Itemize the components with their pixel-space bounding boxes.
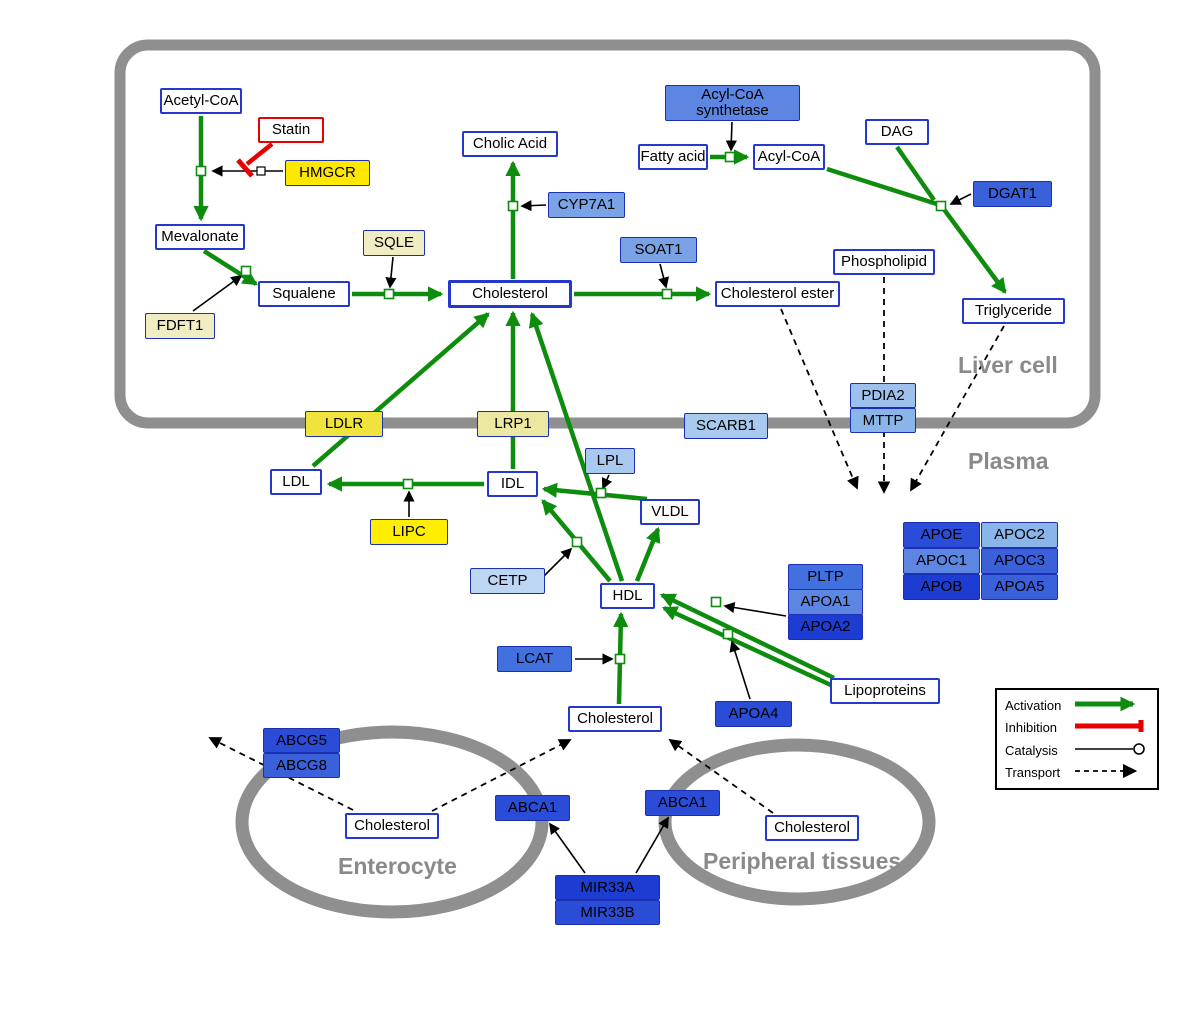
gene-cyp7a1[interactable]: CYP7A1	[548, 192, 625, 218]
gene-mir33b[interactable]: MIR33B	[555, 900, 660, 925]
gene-cetp[interactable]: CETP	[470, 568, 545, 594]
gene-apob[interactable]: APOB	[903, 574, 980, 600]
hmgcr-catalysis-square	[256, 166, 266, 176]
gene-hmgcr[interactable]: HMGCR	[285, 160, 370, 186]
legend-inhibition: Inhibition	[1005, 719, 1149, 736]
gene-sqle[interactable]: SQLE	[363, 230, 425, 256]
gene-mir33a[interactable]: MIR33A	[555, 875, 660, 900]
node-mevalonate[interactable]: Mevalonate	[155, 224, 245, 250]
legend-activation-label: Activation	[1005, 698, 1062, 713]
node-acetyl-coa[interactable]: Acetyl-CoA	[160, 88, 242, 114]
node-dag[interactable]: DAG	[865, 119, 929, 145]
node-acyl-coa[interactable]: Acyl-CoA	[753, 144, 825, 170]
node-hdl[interactable]: HDL	[600, 583, 655, 609]
node-lipoproteins[interactable]: Lipoproteins	[830, 678, 940, 704]
gene-abcg8[interactable]: ABCG8	[263, 753, 340, 778]
legend-inhibition-label: Inhibition	[1005, 720, 1058, 736]
reaction-nodes	[195, 151, 947, 665]
gene-apoa1[interactable]: APOA1	[788, 589, 863, 615]
gene-lpl[interactable]: LPL	[585, 448, 635, 474]
enterocyte-label: Enterocyte	[338, 853, 457, 879]
activation-arrow-icon	[1069, 696, 1149, 714]
gene-abca1-peripheral[interactable]: ABCA1	[645, 790, 720, 816]
gene-soat1[interactable]: SOAT1	[620, 237, 697, 263]
transport-dashed-arrow-icon	[1069, 763, 1149, 781]
gene-apoe[interactable]: APOE	[903, 522, 980, 548]
gene-mttp[interactable]: MTTP	[850, 408, 916, 433]
node-idl[interactable]: IDL	[487, 471, 538, 497]
inhibition-tbar-icon	[1069, 719, 1149, 736]
node-phospholipid[interactable]: Phospholipid	[833, 249, 935, 275]
gene-apoa5[interactable]: APOA5	[981, 574, 1058, 600]
gene-dgat1[interactable]: DGAT1	[973, 181, 1052, 207]
node-cholesterol-peripheral[interactable]: Cholesterol	[765, 815, 859, 841]
catalysis-circle-icon	[1069, 742, 1149, 759]
node-cholesterol-liver[interactable]: Cholesterol	[448, 280, 572, 308]
gene-abcg5[interactable]: ABCG5	[263, 728, 340, 753]
gene-ldlr[interactable]: LDLR	[305, 411, 383, 437]
node-triglyceride[interactable]: Triglyceride	[962, 298, 1065, 324]
inhibition-edge	[236, 142, 274, 178]
node-ldl[interactable]: LDL	[270, 469, 322, 495]
gene-apoa4[interactable]: APOA4	[715, 701, 792, 727]
gene-fdft1[interactable]: FDFT1	[145, 313, 215, 339]
gene-abca1-enterocyte[interactable]: ABCA1	[495, 795, 570, 821]
gene-scarb1[interactable]: SCARB1	[684, 413, 768, 439]
node-squalene[interactable]: Squalene	[258, 281, 350, 307]
gene-acyl-coa-synthetase[interactable]: Acyl-CoA synthetase	[665, 85, 800, 121]
node-cholesterol-plasma[interactable]: Cholesterol	[568, 706, 662, 732]
liver-cell-label: Liver cell	[958, 352, 1058, 378]
legend-transport-label: Transport	[1005, 764, 1061, 780]
node-cholesterol-enterocyte[interactable]: Cholesterol	[345, 813, 439, 839]
gene-pltp[interactable]: PLTP	[788, 564, 863, 590]
gene-apoc2[interactable]: APOC2	[981, 522, 1058, 548]
enterocyte-membrane	[235, 725, 549, 919]
node-vldl[interactable]: VLDL	[640, 499, 700, 525]
gene-apoc1[interactable]: APOC1	[903, 548, 980, 574]
plasma-label: Plasma	[968, 448, 1049, 474]
legend-catalysis: Catalysis	[1005, 742, 1149, 759]
legend-transport: Transport	[1005, 763, 1149, 781]
node-fatty-acid[interactable]: Fatty acid	[638, 144, 708, 170]
legend-activation: Activation	[1005, 696, 1149, 714]
legend-catalysis-label: Catalysis	[1005, 742, 1058, 758]
legend: Activation Inhibition Catalysis	[995, 688, 1159, 790]
gene-lrp1[interactable]: LRP1	[477, 411, 549, 437]
catalysis-edges	[192, 121, 972, 874]
activation-edges	[193, 116, 1007, 705]
gene-lcat[interactable]: LCAT	[497, 646, 572, 672]
gene-apoa2[interactable]: APOA2	[788, 614, 863, 640]
node-statin[interactable]: Statin	[258, 117, 324, 143]
gene-lipc[interactable]: LIPC	[370, 519, 448, 545]
node-cholic-acid[interactable]: Cholic Acid	[462, 131, 558, 157]
node-cholesterol-ester[interactable]: Cholesterol ester	[715, 281, 840, 307]
liver-cell-membrane	[114, 39, 1101, 429]
peripheral-tissues-label: Peripheral tissues	[703, 848, 902, 874]
gene-apoc3[interactable]: APOC3	[981, 548, 1058, 574]
gene-pdia2[interactable]: PDIA2	[850, 383, 916, 408]
